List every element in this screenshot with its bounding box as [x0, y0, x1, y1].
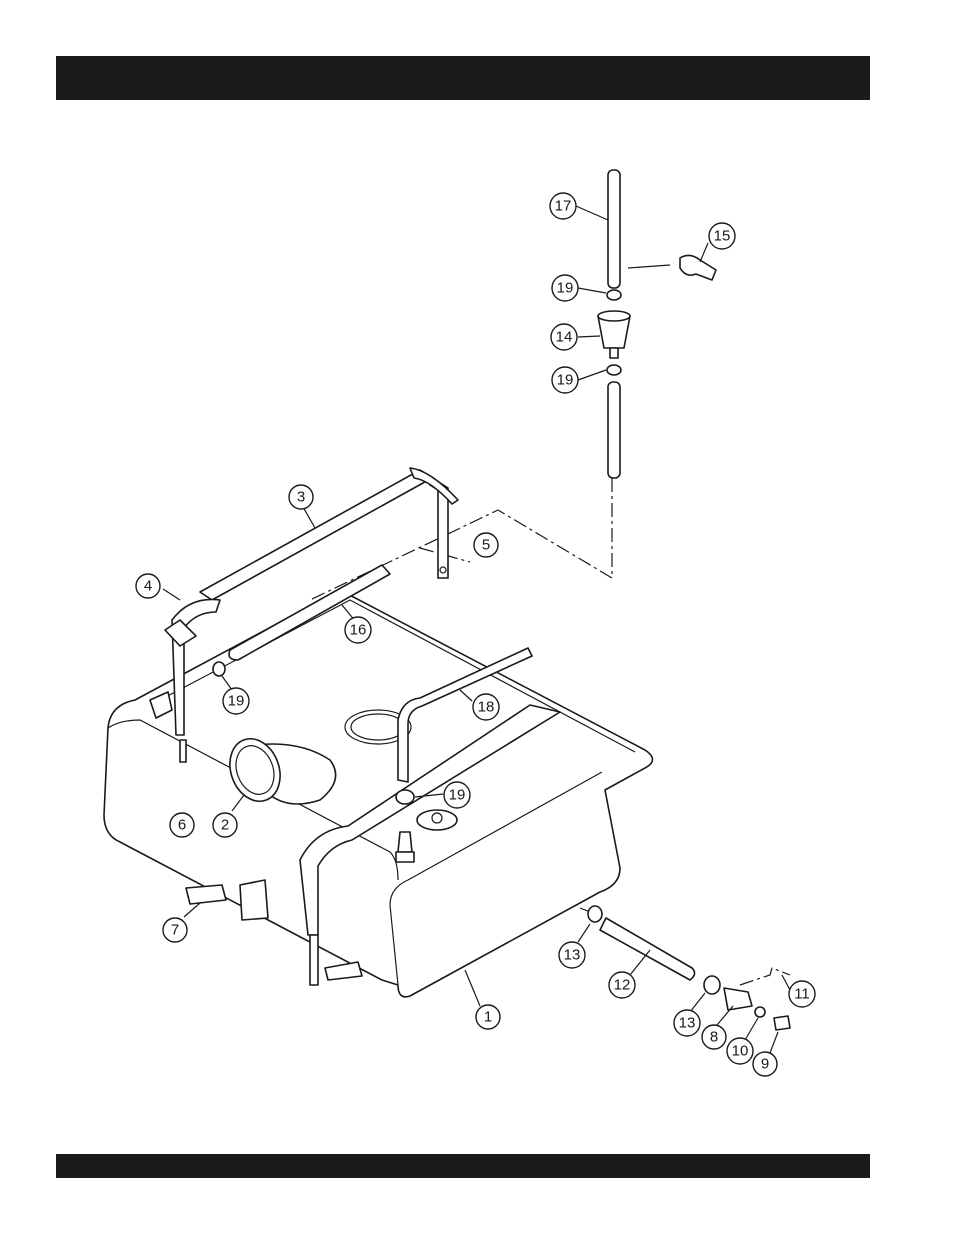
callout-6-label: 6	[178, 817, 186, 834]
callout-19: 19	[552, 367, 578, 393]
callout-19-label: 19	[557, 372, 574, 389]
callout-14-label: 14	[556, 329, 573, 346]
callout-19-label: 19	[228, 693, 245, 710]
callout-19-label: 19	[449, 787, 466, 804]
callout-1-label: 1	[484, 1009, 492, 1026]
callout-13: 13	[559, 942, 585, 968]
callout-8: 8	[702, 1025, 726, 1049]
callout-12: 12	[609, 972, 635, 998]
callout-18-label: 18	[478, 699, 495, 716]
pipe-clamp	[628, 255, 716, 280]
mounting-foot	[186, 885, 226, 904]
callout-10: 10	[727, 1038, 753, 1064]
callout-14: 14	[551, 324, 577, 350]
callout-2-label: 2	[221, 817, 229, 834]
callout-19: 19	[444, 782, 470, 808]
callout-1: 1	[476, 1005, 500, 1029]
callout-13-label: 13	[679, 1015, 696, 1032]
callout-8-label: 8	[710, 1029, 718, 1046]
fuel-line-assembly	[598, 170, 630, 478]
callout-3: 3	[289, 485, 313, 509]
callout-19-label: 19	[557, 280, 574, 297]
callout-11-label: 11	[794, 986, 810, 1003]
callout-9: 9	[753, 1052, 777, 1076]
callout-4: 4	[136, 574, 160, 598]
callout-7: 7	[163, 918, 187, 942]
callout-16: 16	[345, 617, 371, 643]
callout-4-label: 4	[144, 578, 152, 595]
tank-strap	[200, 468, 458, 600]
callout-13: 13	[674, 1010, 700, 1036]
callout-15-label: 15	[714, 228, 731, 245]
callout-19: 19	[223, 688, 249, 714]
callout-16-label: 16	[350, 622, 367, 639]
callout-15: 15	[709, 223, 735, 249]
callout-3-label: 3	[297, 489, 305, 506]
callout-17: 17	[550, 193, 576, 219]
callout-5: 5	[474, 533, 498, 557]
callout-10-label: 10	[732, 1043, 749, 1060]
callout-11: 11	[789, 981, 815, 1007]
callout-13-label: 13	[564, 947, 581, 964]
callout-19: 19	[552, 275, 578, 301]
callout-2: 2	[213, 813, 237, 837]
callout-18: 18	[473, 694, 499, 720]
callout-17-label: 17	[555, 198, 572, 215]
callout-9-label: 9	[761, 1056, 769, 1073]
callout-7-label: 7	[171, 922, 179, 939]
callout-5-label: 5	[482, 537, 490, 554]
callout-6: 6	[170, 813, 194, 837]
callout-12-label: 12	[614, 977, 631, 994]
